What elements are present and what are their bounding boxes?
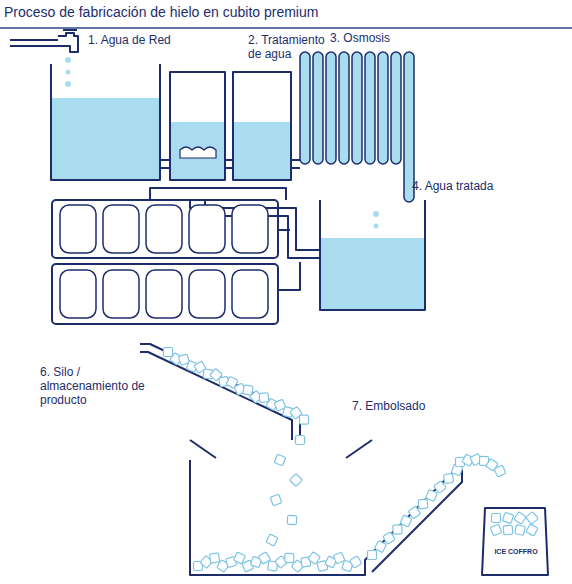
step-label: 1. Agua de Red (88, 34, 208, 48)
ice-cube (290, 474, 303, 487)
ice-cube (285, 553, 294, 562)
ice-cube (494, 465, 506, 477)
ice-mould (232, 205, 268, 253)
ice-mould (189, 270, 225, 318)
ice-mould (60, 205, 96, 253)
ice-cube (418, 499, 428, 509)
bag-brand: ICE COFFRO (488, 548, 544, 556)
osmosis-tube (391, 52, 401, 164)
osmosis-tube (365, 52, 375, 164)
ice-cube (287, 515, 296, 524)
ice-cube (299, 415, 308, 424)
osmosis-tube (313, 52, 323, 164)
ice-cube (526, 512, 539, 525)
ice-cube (490, 524, 502, 536)
ice-mould (60, 270, 96, 318)
step-label: 4. Agua tratada (412, 180, 522, 194)
ice-cube (270, 494, 282, 506)
step-label: 3. Osmosis (330, 32, 420, 46)
ice-cube (274, 454, 286, 466)
osmosis-tube (326, 52, 336, 164)
ice-cube (426, 490, 438, 502)
diagram-title: Proceso de fabricación de hielo en cubit… (4, 4, 318, 20)
ice-cube (526, 524, 538, 536)
osmosis-tube (339, 52, 349, 164)
ice-mould (146, 270, 182, 318)
ice-cube (368, 551, 377, 560)
ice-mould (146, 205, 182, 253)
ice-cube (164, 348, 173, 357)
ice-cube (296, 436, 305, 445)
osmosis-tube (300, 52, 310, 164)
step-label: 2. Tratamiento de agua (248, 34, 328, 62)
ice-cube (515, 525, 526, 536)
ice-cube (443, 473, 453, 483)
ice-cube (333, 552, 345, 564)
ice-cube (502, 512, 513, 523)
ice-cube (400, 515, 412, 527)
ice-cube (393, 525, 402, 534)
step-label: 6. Silo / almacenamiento de producto (40, 366, 160, 407)
ice-cube (259, 393, 269, 403)
ice-mould (232, 270, 268, 318)
ice-cube (210, 553, 220, 563)
ice-cube (266, 534, 278, 546)
ice-cube (374, 540, 386, 552)
ice-cube (243, 385, 253, 395)
ice-cube (503, 525, 513, 535)
step-label: 7. Embolsado (352, 400, 462, 414)
osmosis-tube (378, 52, 388, 164)
ice-cube (492, 514, 501, 523)
osmosis-tube (352, 52, 362, 164)
ice-mould (103, 270, 139, 318)
ice-cube (514, 512, 526, 524)
ice-mould (103, 205, 139, 253)
ice-cube (234, 552, 246, 564)
ice-cube (350, 556, 362, 568)
ice-mould (189, 205, 225, 253)
